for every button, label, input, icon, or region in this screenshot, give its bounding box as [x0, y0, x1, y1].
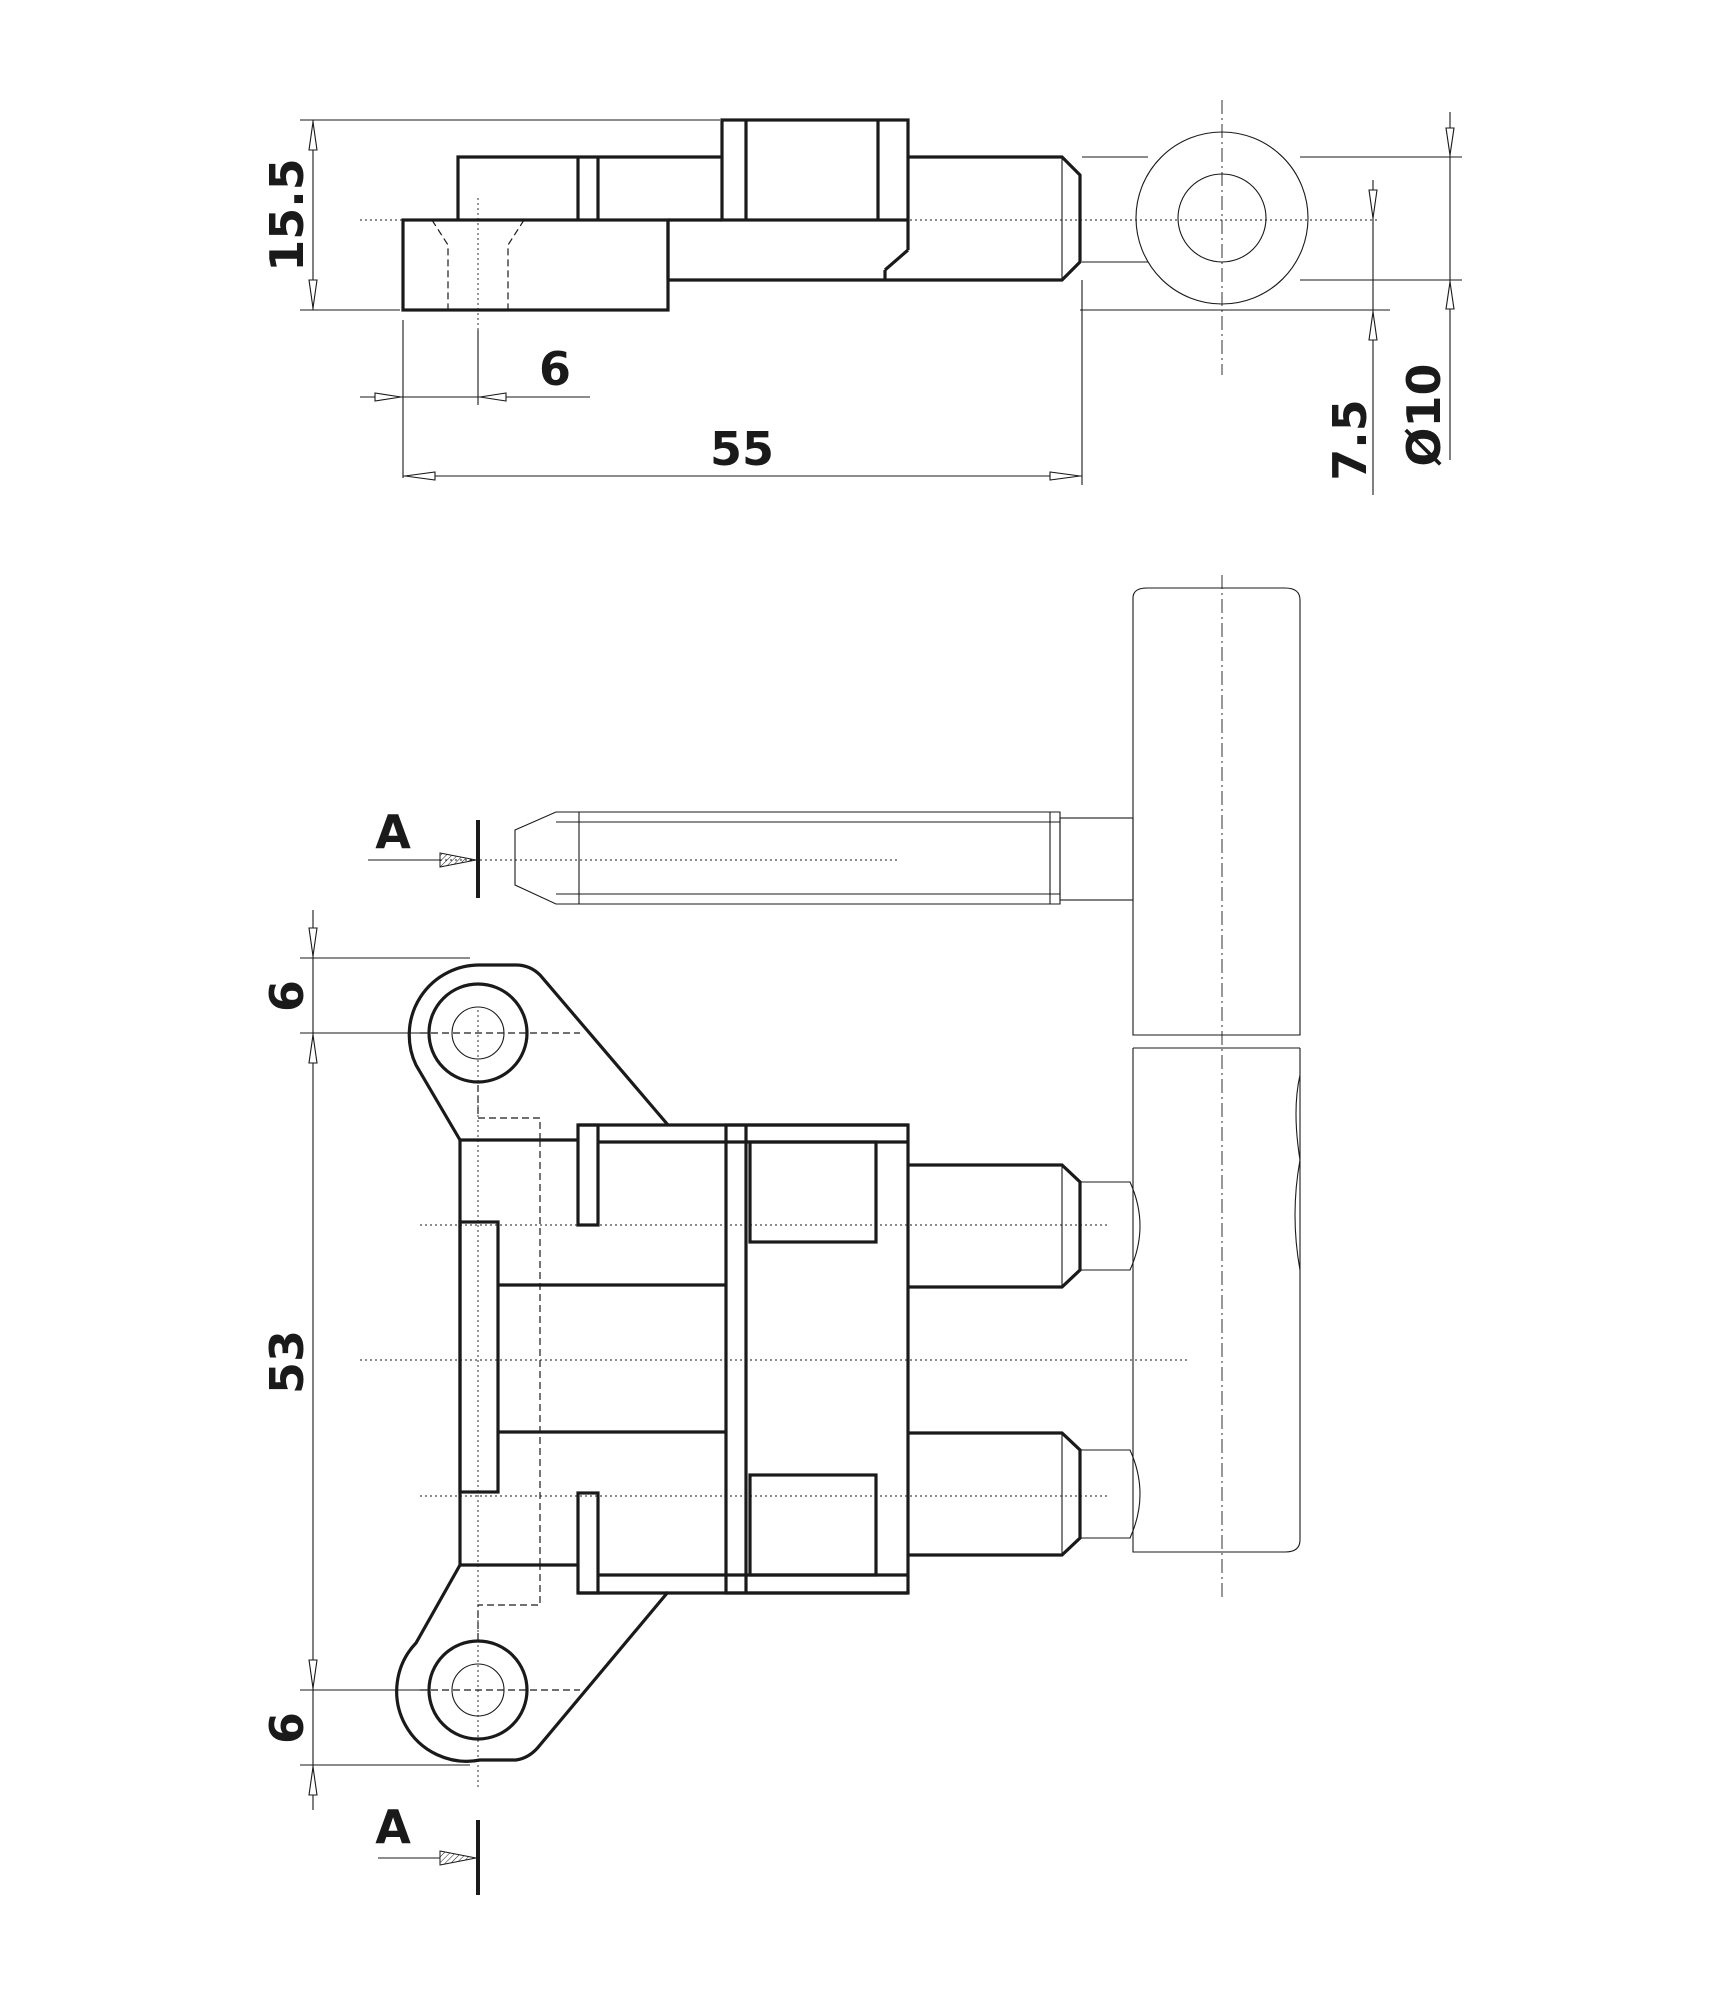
- raised-knuckle-block: [720, 118, 910, 222]
- dim-length-total: 55: [710, 422, 774, 476]
- side-elevation-view: 15.5 6 55 7.5 Ø10: [260, 100, 1462, 495]
- upper-barrel: [1132, 587, 1301, 1036]
- upper-cylinder: [908, 1163, 1082, 1289]
- lower-leaf-plate: [401, 218, 670, 312]
- dim-pin-diameter: Ø10: [1397, 363, 1451, 466]
- pin-body: [668, 155, 1082, 282]
- section-label-top: A: [375, 805, 411, 859]
- dim-hole-offset: 6: [539, 342, 571, 396]
- dim-hole-top: 6: [260, 980, 314, 1012]
- leaf-rib: [458, 1220, 500, 1494]
- lower-mounting-lobe: [395, 1564, 670, 1763]
- central-block: [724, 1123, 910, 1595]
- dim-height-total: 15.5: [260, 158, 314, 272]
- section-label-bottom: A: [375, 1800, 411, 1854]
- dim-pin-offset: 7.5: [1323, 399, 1377, 481]
- upper-mounting-lobe: [407, 963, 670, 1141]
- dim-hole-spacing: 53: [260, 1330, 314, 1394]
- lower-cylinder: [908, 1431, 1082, 1557]
- dim-hole-bottom: 6: [260, 1712, 314, 1744]
- upper-pin: [514, 811, 1061, 905]
- lower-barrel: [1132, 1048, 1301, 1553]
- front-elevation-view: A: [260, 575, 1301, 1895]
- upper-leaf-outline: [456, 155, 722, 220]
